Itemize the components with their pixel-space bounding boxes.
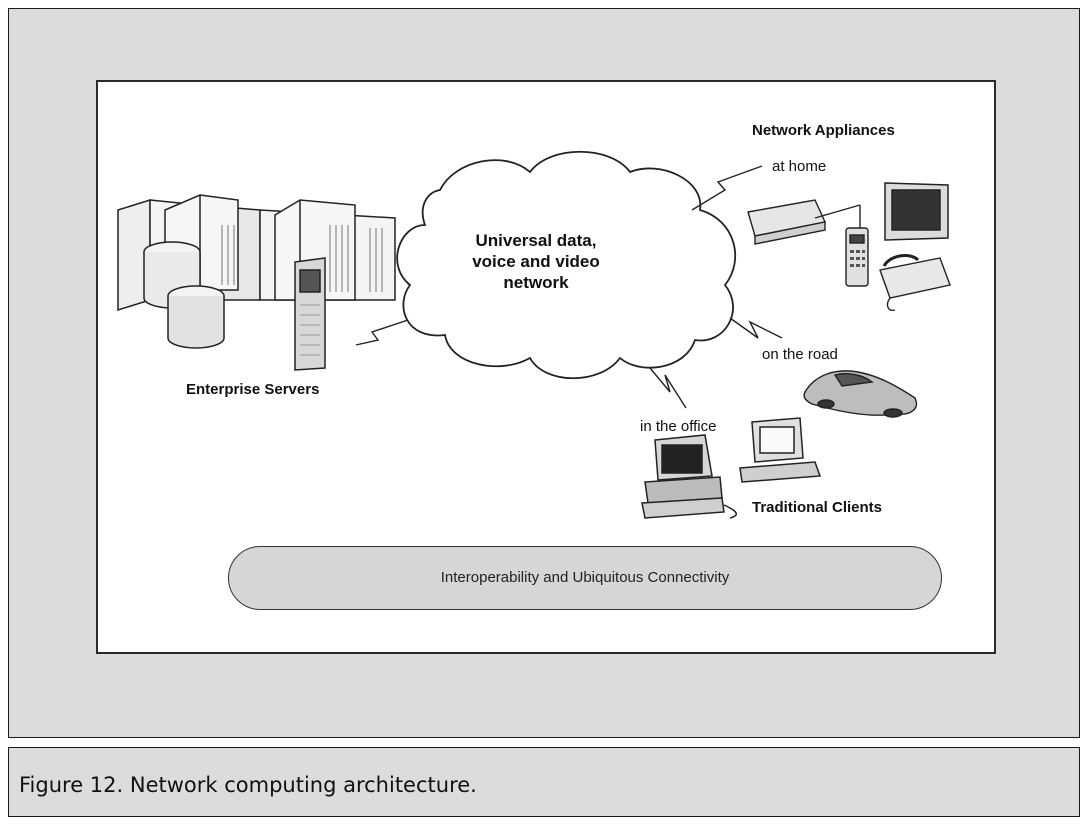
link-servers-cloud <box>355 319 409 346</box>
terminal-icon <box>739 417 822 483</box>
enterprise-servers-icon <box>117 194 396 371</box>
connectivity-banner: Interoperability and Ubiquitous Connecti… <box>228 546 942 610</box>
cloud-label: Universal data, voice and video network <box>472 231 600 292</box>
in-the-office-label: in the office <box>640 418 717 435</box>
car-icon <box>803 370 918 418</box>
enterprise-servers-label: Enterprise Servers <box>186 381 320 398</box>
figure-caption: Figure 12. Network computing architectur… <box>19 773 477 797</box>
traditional-clients-label: Traditional Clients <box>752 499 883 516</box>
desk-telephone-icon <box>879 253 951 312</box>
link-road-cloud <box>729 317 783 339</box>
link-home-cloud <box>691 165 763 211</box>
network-appliances-label: Network Appliances <box>752 122 895 139</box>
on-the-road-label: on the road <box>762 346 838 363</box>
desktop-computer-icon <box>641 434 738 519</box>
link-office-cloud <box>649 367 687 409</box>
mobile-phone-icon <box>845 205 869 287</box>
fax-machine-icon <box>747 199 861 245</box>
at-home-label: at home <box>772 158 827 175</box>
network-cloud <box>396 150 737 379</box>
television-icon <box>884 182 949 241</box>
caption-box: Figure 12. Network computing architectur… <box>8 747 1080 817</box>
connectivity-label: Interoperability and Ubiquitous Connecti… <box>440 569 730 586</box>
